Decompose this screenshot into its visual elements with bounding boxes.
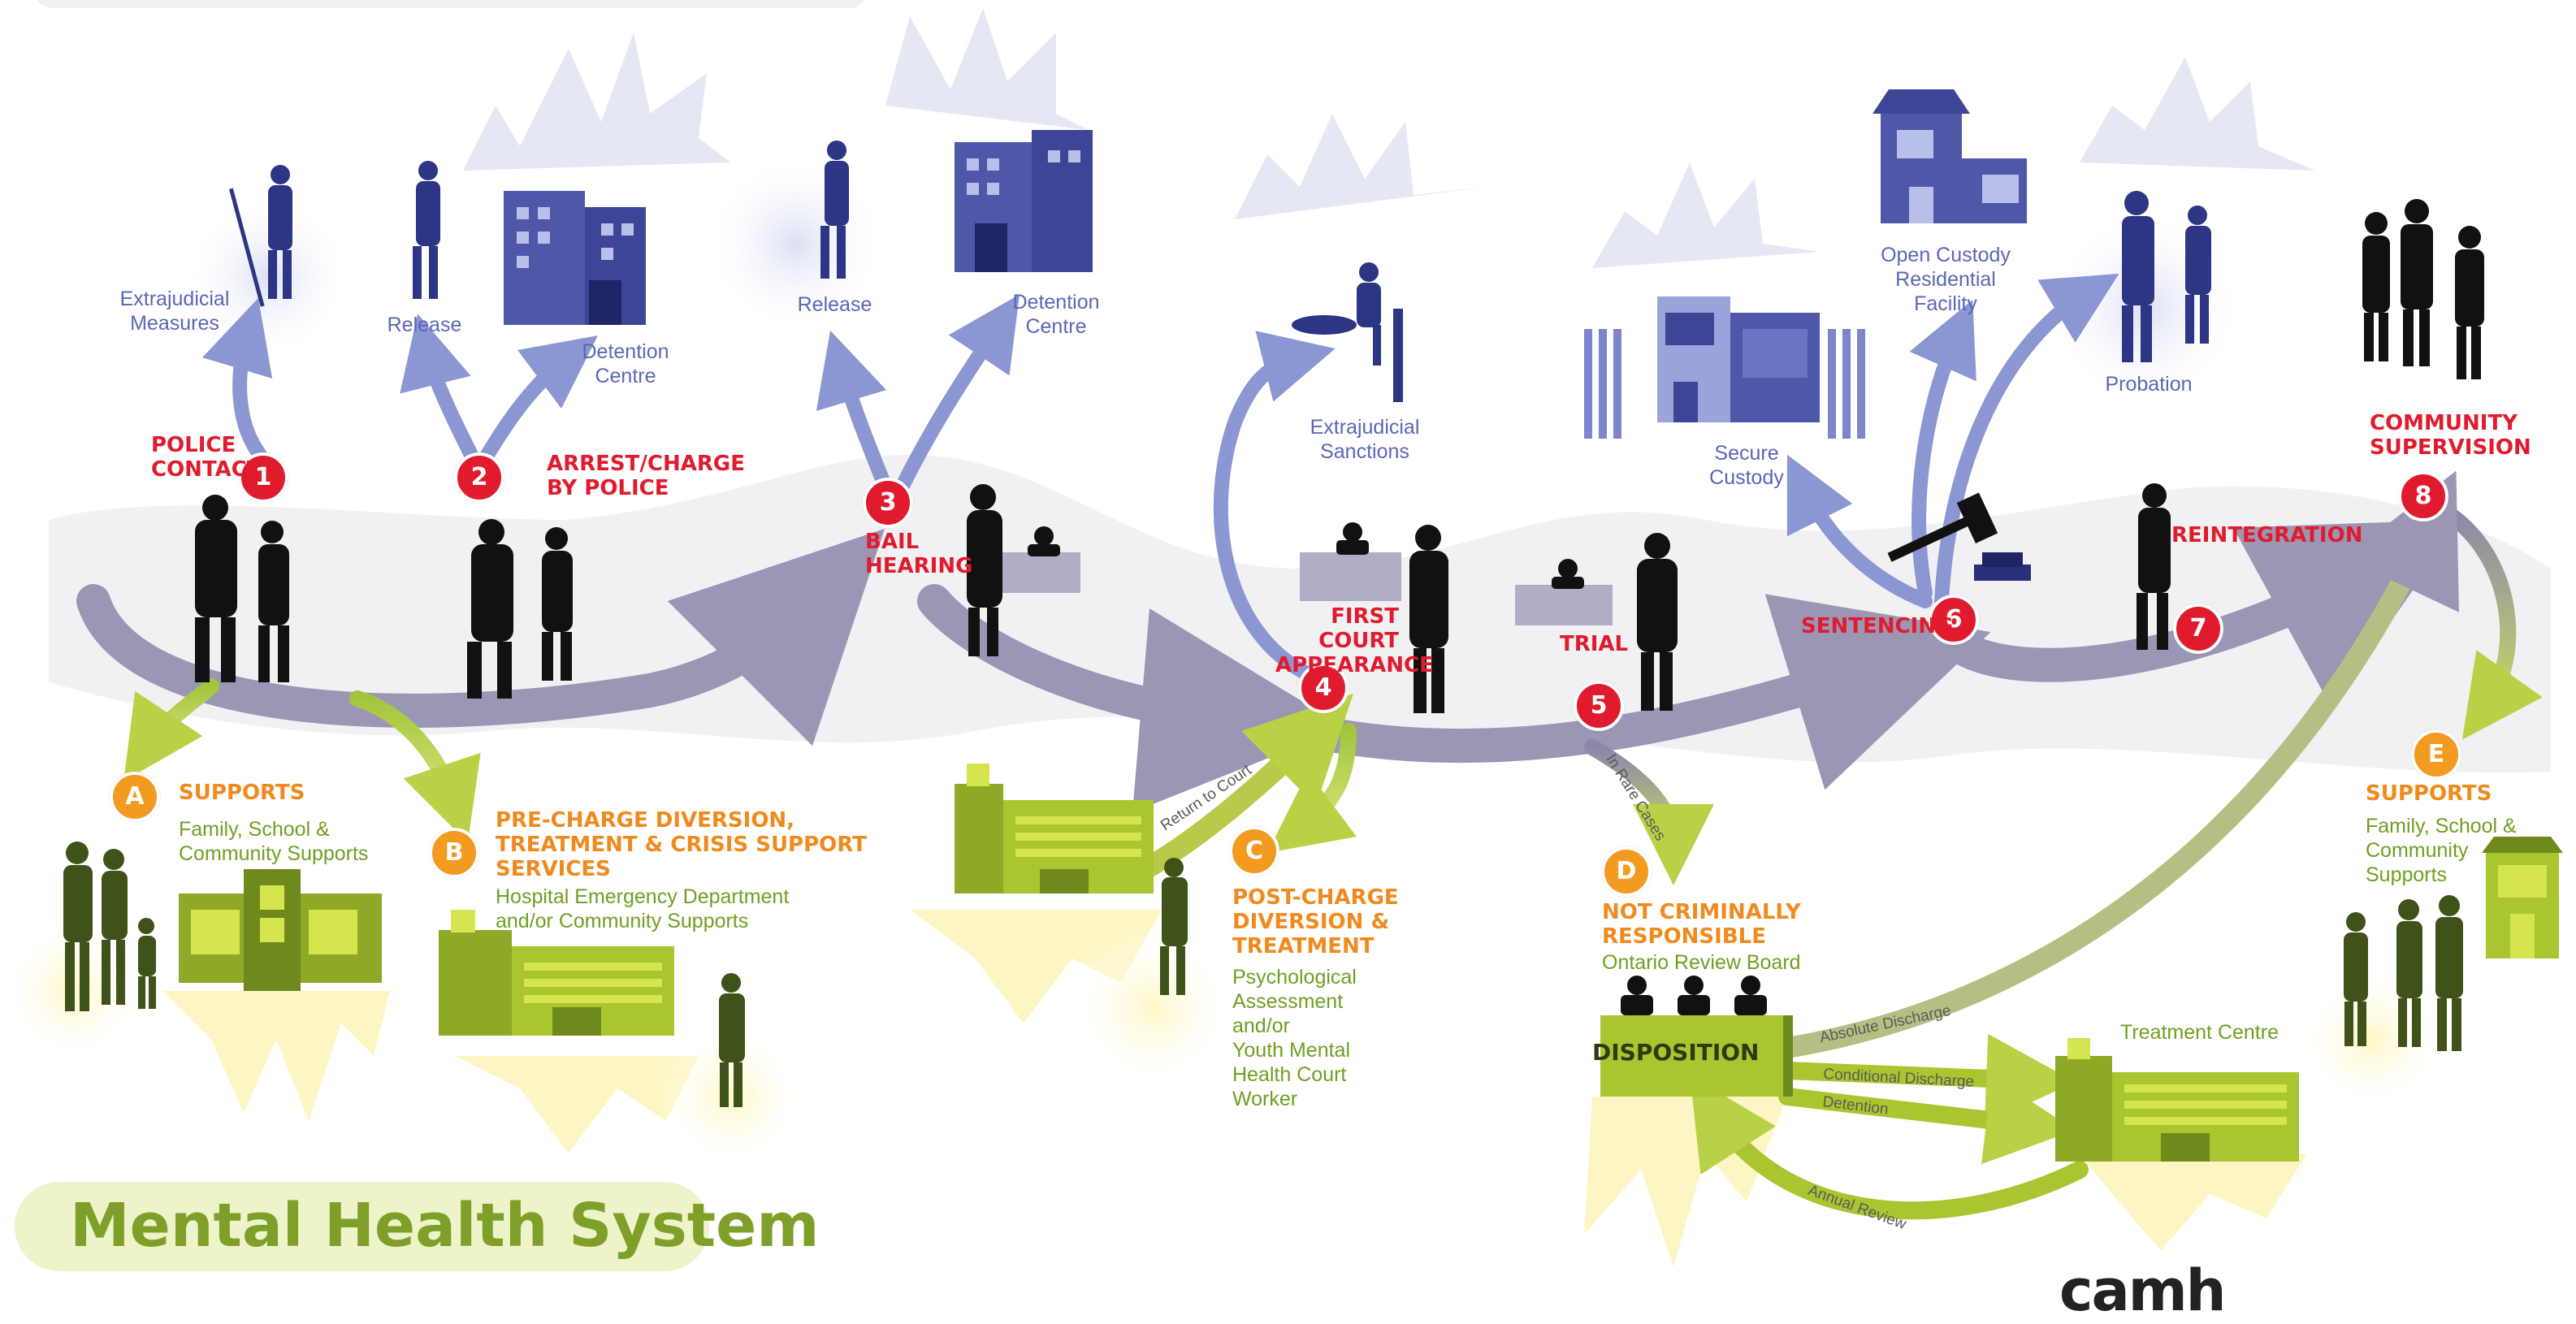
secure-custody-building — [1584, 296, 1865, 439]
treatment-centre-label: Treatment Centre — [2120, 1021, 2279, 1044]
support-c-title: POST-CHARGE DIVERSION & TREATMENT — [1232, 885, 1399, 958]
extrajudicial-measures-label: Extrajudicial Measures — [119, 288, 230, 335]
support-b-badge: B — [429, 828, 479, 878]
release-2-label: Release — [387, 314, 462, 336]
support-d-body: Ontario Review Board — [1602, 951, 1801, 974]
stage-4-label: FIRST COURT APPEARANCE — [1275, 604, 1434, 677]
support-b-body: Hospital Emergency Department and/or Com… — [496, 885, 790, 932]
secure-custody-label: Secure Custody — [1709, 442, 1784, 489]
top-tab-shape — [37, 0, 865, 8]
stage-8-label: COMMUNITY SUPERVISION — [2370, 411, 2531, 460]
trial-bench — [1515, 585, 1613, 625]
camh-logo: camh — [2059, 1257, 2227, 1324]
support-e-badge: E — [2411, 729, 2461, 780]
support-c-badge: C — [1229, 826, 1279, 876]
stage-1-label: POLICE CONTACT — [151, 433, 262, 482]
stage-4-badge: 4 — [1298, 663, 1349, 713]
support-b-title: PRE-CHARGE DIVERSION, TREATMENT & CRISIS… — [496, 808, 867, 881]
stage-5-badge: 5 — [1574, 681, 1624, 731]
supports-c-hospital — [955, 764, 1154, 893]
stage-6-label: SENTENCING — [1801, 614, 1954, 638]
stage-7-label: REINTEGRATION — [2171, 523, 2363, 547]
support-a-title: SUPPORTS — [179, 781, 305, 805]
treatment-centre-hospital — [2055, 1038, 2299, 1162]
support-a-badge: A — [110, 772, 160, 822]
disposition-label: DISPOSITION — [1592, 1039, 1760, 1066]
support-a-body: Family, School & Community Supports — [179, 818, 369, 865]
support-c-body: Psychological Assessment and/or Youth Me… — [1232, 966, 1357, 1110]
supports-b-hospital — [439, 910, 674, 1036]
support-figures — [63, 842, 2463, 1107]
stage-3-label: BAIL HEARING — [865, 530, 973, 578]
stage-2-label: ARREST/CHARGE BY POLICE — [547, 452, 745, 500]
support-e-body: Family, School & Community Supports — [2366, 815, 2517, 886]
outcome-figures — [228, 141, 2211, 402]
probation-label: Probation — [2105, 373, 2193, 396]
return-to-court-arrow — [1135, 694, 1353, 880]
detention-centre-3-building — [955, 130, 1093, 272]
disposition-arrows — [1690, 470, 2459, 1220]
supports-e-house — [2482, 837, 2563, 958]
detention-centre-3-label: Detention Centre — [1012, 291, 1100, 338]
stage-1-badge: 1 — [238, 452, 288, 503]
support-e-title: SUPPORTS — [2366, 781, 2492, 806]
justice-figures — [195, 199, 2484, 713]
support-d-title: NOT CRIMINALLY RESPONSIBLE — [1602, 900, 1801, 949]
extrajudicial-sanctions-label: Extrajudicial Sanctions — [1310, 416, 1420, 463]
stage-6-badge: 6 — [1929, 595, 1979, 645]
blue-bursts — [463, 8, 2315, 268]
stage-3-badge: 3 — [863, 478, 913, 528]
open-custody-label: Open Custody Residential Facility — [1881, 244, 2011, 315]
outcome-arrows — [201, 273, 2119, 681]
mental-health-system-title: Mental Health System — [70, 1191, 820, 1261]
main-flow-arrows — [76, 519, 2462, 813]
detention-centre-2-building — [504, 191, 646, 325]
support-d-badge: D — [1601, 846, 1652, 897]
stage-5-label: TRIAL — [1560, 632, 1629, 656]
gavel-icon — [1887, 492, 2031, 581]
supports-a-building — [179, 869, 382, 991]
open-custody-house — [1872, 89, 2027, 223]
stage-2-badge: 2 — [454, 452, 504, 503]
court-bench — [1300, 552, 1401, 601]
mental-health-system-pill — [15, 1182, 709, 1271]
stage-8-badge: 8 — [2398, 471, 2448, 521]
release-3-label: Release — [797, 293, 872, 316]
disposition-box — [1600, 1015, 1787, 1097]
review-board — [1621, 976, 1767, 1015]
detention-centre-2-label: Detention Centre — [582, 340, 669, 387]
stage-7-badge: 7 — [2173, 604, 2223, 654]
